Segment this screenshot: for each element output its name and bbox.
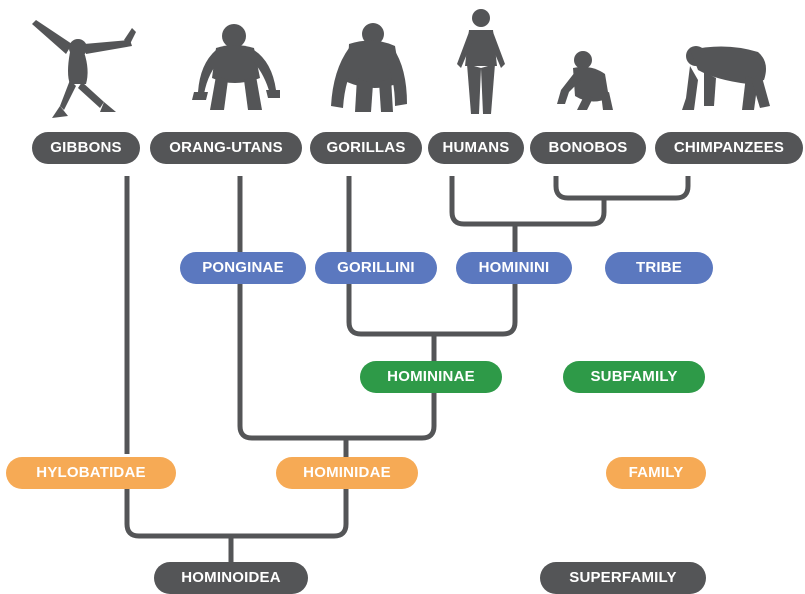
species-label-gorillas: GORILLAS [310, 132, 422, 164]
legend-superfamily: SUPERFAMILY [540, 562, 706, 594]
branch-homininae [349, 284, 515, 334]
species-label-humans: HUMANS [428, 132, 524, 164]
species-label-chimpanzees: CHIMPANZEES [655, 132, 803, 164]
legend-family: FAMILY [606, 457, 706, 489]
family-hominidae: HOMINIDAE [276, 457, 418, 489]
species-label-orang-utans: ORANG-UTANS [150, 132, 302, 164]
legend-tribe: TRIBE [605, 252, 713, 284]
tribe-gorillini: GORILLINI [315, 252, 437, 284]
gibbon-icon [20, 14, 138, 126]
branch-hominoidea [127, 488, 346, 536]
chimpanzee-icon [676, 40, 774, 116]
gorilla-icon [325, 18, 411, 118]
branch-bonobo-chimp [556, 176, 688, 198]
legend-subfamily: SUBFAMILY [563, 361, 705, 393]
species-label-gibbons: GIBBONS [32, 132, 140, 164]
superfamily-hominoidea: HOMINOIDEA [154, 562, 308, 594]
family-hylobatidae: HYLOBATIDAE [6, 457, 176, 489]
tribe-ponginae: PONGINAE [180, 252, 306, 284]
subfamily-homininae: HOMININAE [360, 361, 502, 393]
species-label-bonobos: BONOBOS [530, 132, 646, 164]
orangutan-icon [180, 14, 292, 124]
tribe-hominini: HOMININI [456, 252, 572, 284]
human-icon [445, 6, 517, 118]
bonobo-icon [555, 46, 619, 116]
